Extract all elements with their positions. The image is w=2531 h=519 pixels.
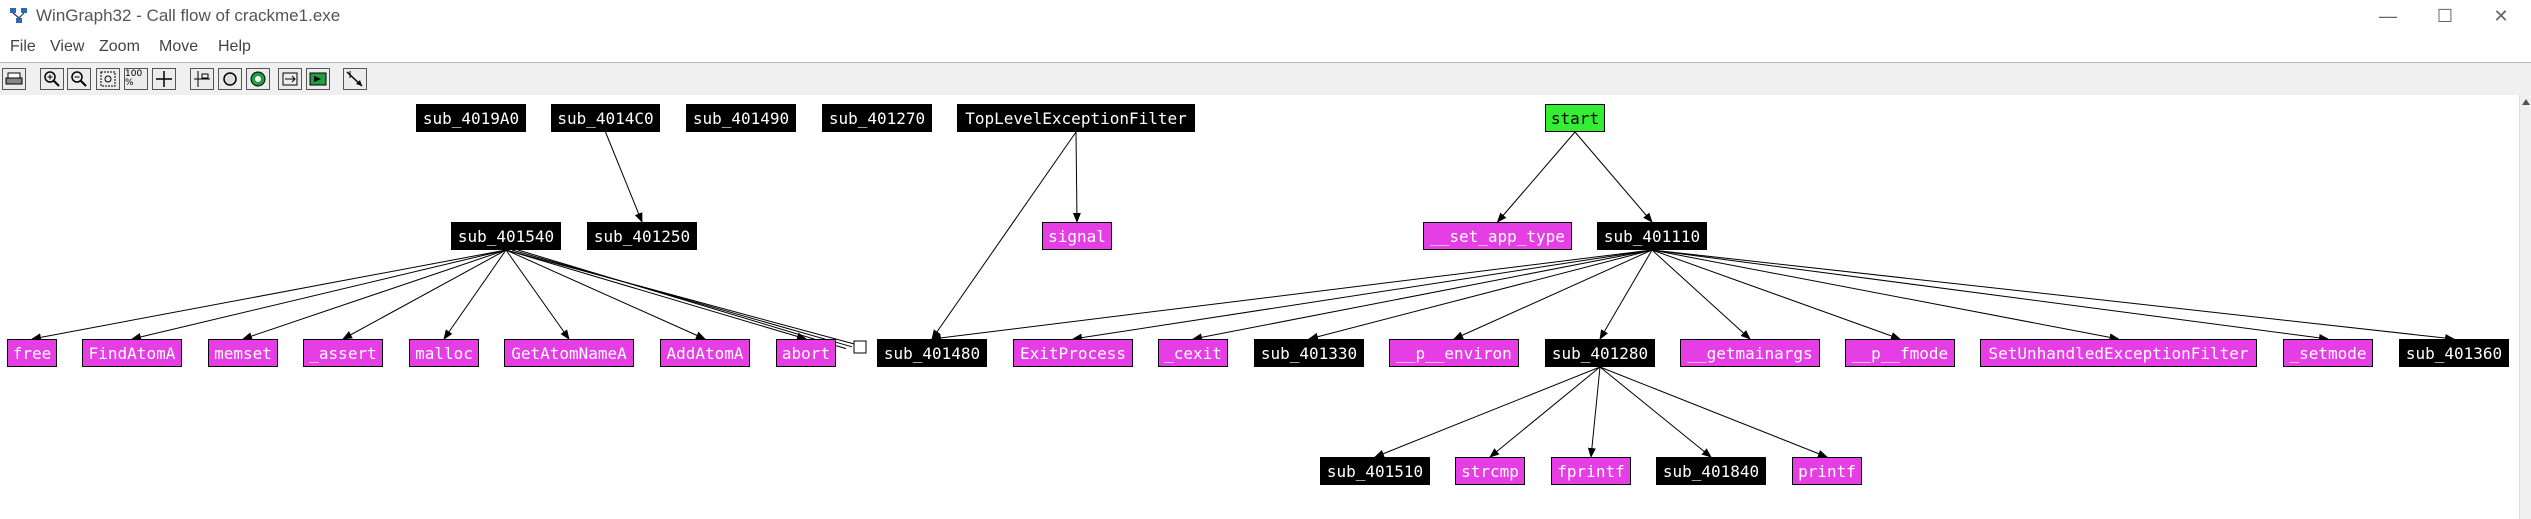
- toolbar: 100 %: [0, 62, 2531, 96]
- edge-n_401110-to-n_401360: [1651, 249, 2455, 342]
- node-free[interactable]: free: [7, 339, 57, 367]
- edge-n_tlef-to-n_401480: [931, 131, 1077, 340]
- node-__set_app_type[interactable]: __set_app_type: [1423, 222, 1572, 250]
- node-sub_401490[interactable]: sub_401490: [686, 104, 796, 132]
- title-bar: WinGraph32 - Call flow of crackme1.exe —…: [0, 0, 2531, 32]
- call-graph-edges: [31, 131, 2455, 458]
- fit-icon[interactable]: [96, 68, 120, 90]
- edge-n_401110-to-n_p_fmode: [1651, 249, 1901, 340]
- circle-icon[interactable]: [218, 68, 242, 90]
- node-malloc[interactable]: malloc: [409, 339, 479, 367]
- edge-n_401280-to-n_401840: [1599, 366, 1712, 458]
- edge-n_401540-to-n_findatoma: [131, 249, 507, 341]
- edge-n_start-to-n_set_app_type: [1496, 131, 1576, 223]
- node-ExitProcess[interactable]: ExitProcess: [1013, 339, 1133, 367]
- edge-n_tlef-to-n_signal: [1072, 131, 1081, 223]
- edge-n_401110-to-n_setuef: [1651, 249, 2120, 342]
- edge-n_401110-to-n_setmode: [1651, 249, 2329, 342]
- menu-view[interactable]: View: [50, 38, 85, 55]
- edge-n_401110-to-n_exitprocess: [1072, 249, 1653, 342]
- node-_setmode[interactable]: _setmode: [2283, 339, 2373, 367]
- print-icon[interactable]: [2, 68, 26, 90]
- vertical-scrollbar[interactable]: [2519, 95, 2531, 519]
- window-title: WinGraph32 - Call flow of crackme1.exe: [36, 6, 341, 25]
- node-strcmp[interactable]: strcmp: [1455, 457, 1525, 485]
- zoom-out-icon[interactable]: [67, 68, 91, 90]
- swap-icon[interactable]: [278, 68, 302, 90]
- edge-n_401540-to-n_malloc: [443, 249, 507, 340]
- node-sub_401540[interactable]: sub_401540: [451, 222, 561, 250]
- node-TopLevelExceptionFilter[interactable]: TopLevelExceptionFilter: [957, 104, 1195, 132]
- node-sub_4019A0[interactable]: sub_4019A0: [416, 104, 526, 132]
- node-sub_401110[interactable]: sub_401110: [1597, 222, 1707, 250]
- zoom-in-icon[interactable]: [40, 68, 64, 90]
- center-icon[interactable]: [152, 68, 176, 90]
- wingraph-app-icon: [10, 8, 28, 24]
- node-abort[interactable]: abort: [776, 339, 836, 367]
- edge-n_401540-to-n_free: [31, 249, 507, 342]
- maximize-button[interactable]: ☐: [2436, 5, 2454, 26]
- self-loop-anchor: [853, 340, 867, 354]
- menu-zoom[interactable]: Zoom: [99, 38, 140, 55]
- node-AddAtomA[interactable]: AddAtomA: [660, 339, 750, 367]
- node-sub_4014C0[interactable]: sub_4014C0: [551, 104, 660, 132]
- node-sub_401250[interactable]: sub_401250: [587, 222, 697, 250]
- edge-self-loop-line: [511, 249, 853, 348]
- edge-n_401280-to-n_strcmp: [1489, 366, 1601, 458]
- close-button[interactable]: ✕: [2493, 5, 2509, 26]
- node-_assert[interactable]: _assert: [303, 339, 383, 367]
- edge-self-loop-line: [505, 249, 859, 346]
- node-__getmainargs[interactable]: __getmainargs: [1680, 339, 1820, 367]
- minimize-button[interactable]: —: [2379, 5, 2397, 26]
- node-sub_401330[interactable]: sub_401330: [1254, 339, 1364, 367]
- cursor-icon[interactable]: [343, 68, 367, 90]
- node-memset[interactable]: memset: [208, 339, 278, 367]
- edge-n_401280-to-n_printf: [1599, 366, 1828, 458]
- menu-help[interactable]: Help: [218, 38, 251, 55]
- edge-self-loop-line: [517, 249, 847, 350]
- node-_cexit[interactable]: _cexit: [1158, 339, 1228, 367]
- node-__p__fmode[interactable]: __p__fmode: [1845, 339, 1955, 367]
- node-sub_401840[interactable]: sub_401840: [1656, 457, 1766, 485]
- node-sub_401360[interactable]: sub_401360: [2399, 339, 2509, 367]
- zoom-100-icon[interactable]: 100 %: [124, 68, 148, 90]
- node-printf[interactable]: printf: [1792, 457, 1862, 485]
- menu-bar: File View Zoom Move Help: [0, 33, 2531, 61]
- node-signal[interactable]: signal: [1042, 222, 1112, 250]
- edge-n_401110-to-n_cexit: [1192, 249, 1653, 342]
- edge-n_401110-to-n_p_environ: [1453, 249, 1653, 340]
- edge-n_401110-to-n_401480: [931, 249, 1653, 342]
- edge-n_401110-to-n_401330: [1308, 249, 1653, 341]
- node-__p__environ[interactable]: __p__environ: [1389, 339, 1519, 367]
- node-SetUnhandledExceptionFilter[interactable]: SetUnhandledExceptionFilter: [1980, 339, 2257, 367]
- edge-n_401280-to-n_401510: [1374, 366, 1601, 458]
- edge-n_401540-to-n_getatomnamea: [505, 249, 570, 340]
- edge-n_401540-to-n_memset: [242, 249, 507, 340]
- menu-file[interactable]: File: [10, 38, 36, 55]
- node-start[interactable]: start: [1545, 104, 1605, 132]
- edge-n_401540-to-n_addatoma: [505, 249, 706, 340]
- node-sub_401280[interactable]: sub_401280: [1545, 339, 1655, 367]
- node-sub_401270[interactable]: sub_401270: [822, 104, 932, 132]
- node-fprintf[interactable]: fprintf: [1551, 457, 1631, 485]
- layout-icon[interactable]: [190, 68, 214, 90]
- scroll-up-arrow-icon[interactable]: [2520, 95, 2531, 109]
- green-arrow-icon[interactable]: [306, 68, 330, 90]
- node-FindAtomA[interactable]: FindAtomA: [82, 339, 182, 367]
- node-GetAtomNameA[interactable]: GetAtomNameA: [504, 339, 634, 367]
- edge-n_401540-to-n_assert: [342, 249, 507, 340]
- edge-n_start-to-n_401110: [1574, 131, 1653, 223]
- edge-n_401110-to-n_getmainargs: [1651, 249, 1751, 340]
- edge-n_4014c0-to-n_401250: [605, 131, 643, 223]
- edge-n_401110-to-n_401280: [1599, 249, 1653, 340]
- graph-canvas[interactable]: sub_4019A0 sub_4014C0 sub_401490 sub_401…: [0, 95, 2519, 519]
- node-sub_401480[interactable]: sub_401480: [877, 339, 987, 367]
- edge-n_401540-to-n_abort: [505, 249, 807, 341]
- edge-n_401280-to-n_fprintf: [1587, 366, 1601, 458]
- green-circle-icon[interactable]: [246, 68, 270, 90]
- node-sub_401510[interactable]: sub_401510: [1320, 457, 1430, 485]
- menu-move[interactable]: Move: [159, 38, 199, 55]
